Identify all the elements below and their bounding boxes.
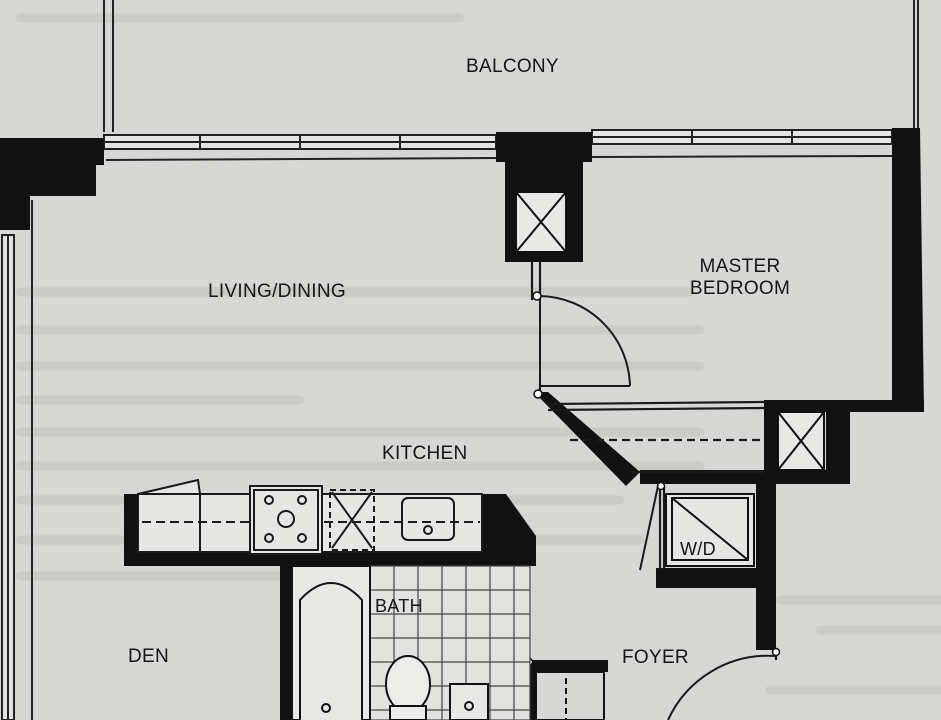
living-dining-label: LIVING/DINING xyxy=(208,281,346,302)
washer-dryer-label: W/D xyxy=(680,539,716,559)
bath-label: BATH xyxy=(375,596,423,616)
left-window xyxy=(1,200,33,720)
sink xyxy=(401,497,455,541)
washer-dryer xyxy=(665,493,755,567)
dishwasher xyxy=(329,489,375,551)
kitchen-counter xyxy=(137,478,483,555)
mechanical-shaft xyxy=(515,191,825,471)
master-bedroom-label: MASTER BEDROOM xyxy=(680,256,800,300)
inner-walls xyxy=(530,262,778,660)
foyer-closet xyxy=(535,671,605,720)
kitchen-label: KITCHEN xyxy=(382,443,468,464)
bathtub xyxy=(291,565,371,720)
foyer-label: FOYER xyxy=(622,647,689,668)
den-label: DEN xyxy=(128,646,170,667)
bleed-through-text xyxy=(15,13,941,695)
balcony xyxy=(103,0,919,132)
vanity xyxy=(449,683,489,720)
master-bedroom-line1: MASTER xyxy=(699,256,781,277)
toilet xyxy=(385,655,431,720)
balcony-label: BALCONY xyxy=(466,56,559,77)
stove xyxy=(249,485,323,555)
master-bedroom-line2: BEDROOM xyxy=(689,278,791,299)
